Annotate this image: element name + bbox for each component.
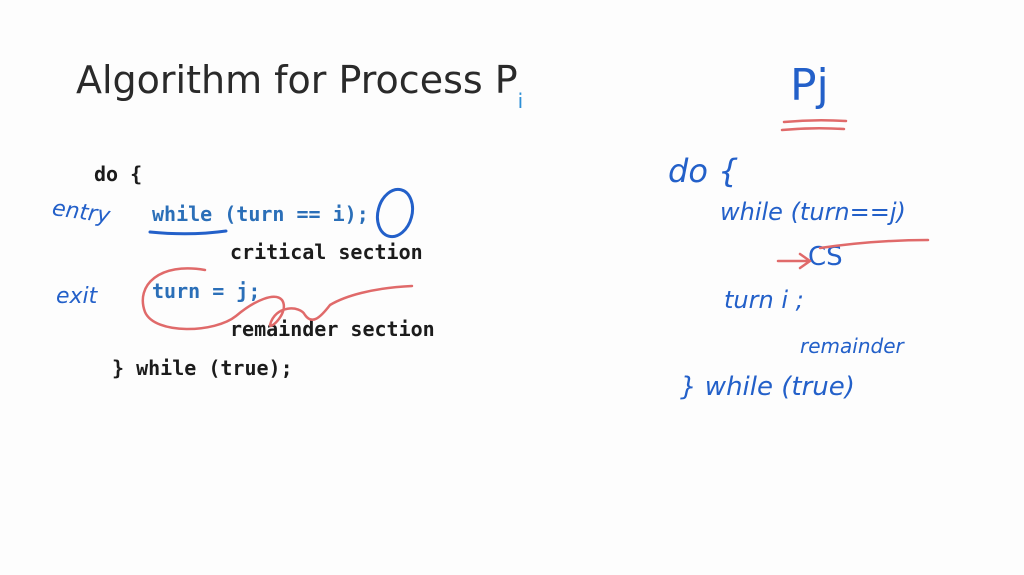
notes-heading-pj: Pj: [790, 60, 829, 111]
ink-underline-pj-1: [782, 118, 848, 124]
annotation-exit: exit: [56, 284, 98, 309]
ink-red-underline-while: [818, 238, 930, 250]
code-line-turn: turn = j;: [152, 279, 261, 303]
code-line-do: do {: [94, 162, 143, 186]
code-line-critical-section: critical section: [230, 240, 423, 264]
code-line-while: while (turn == i);: [152, 202, 369, 226]
ink-underline-pj-2: [780, 126, 846, 132]
notes-turn: turn i ;: [724, 286, 804, 314]
code-line-remainder-section: remainder section: [230, 317, 435, 341]
slide-title: Algorithm for Process Pi: [76, 58, 523, 113]
ink-red-arrow-cs: [776, 252, 812, 270]
ink-circle-i: [375, 187, 415, 239]
code-line-end: } while (true);: [112, 356, 293, 380]
slide-title-main: Algorithm for Process P: [76, 58, 518, 102]
notes-while: while (turn==j): [720, 198, 906, 226]
ink-underline-while: [148, 229, 228, 236]
ink-red-loop-turn: [141, 267, 414, 331]
notes-end: } while (true): [680, 372, 855, 402]
notes-do: do {: [668, 152, 739, 190]
notes-remainder: remainder: [800, 334, 904, 358]
slide-title-subscript: i: [517, 88, 524, 113]
